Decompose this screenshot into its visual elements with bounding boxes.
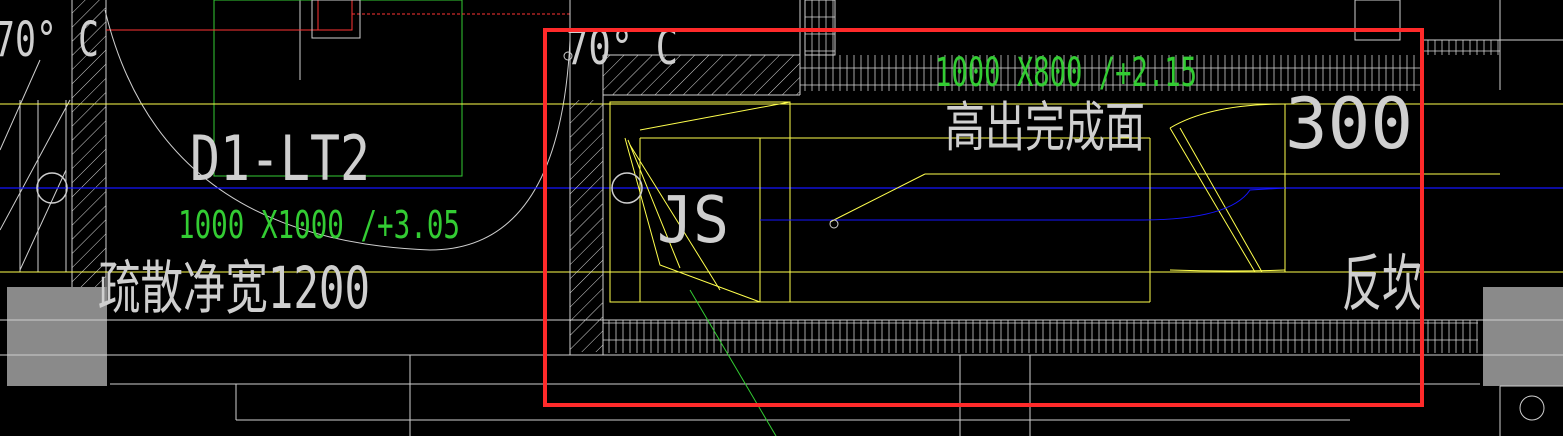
brick-band-top-right [1420,40,1500,55]
brick-band-top [800,55,1420,91]
left-diagonal-lines [0,59,71,271]
axis-marker-left [36,172,68,204]
finished-height-label: 高出完成面 [945,96,1145,159]
temp-label-left: 70° C [0,12,99,68]
dimension-300-label: 300 [1285,83,1413,165]
duct-label-right: 1000 X800 /+2.15 [935,50,1197,96]
highlight-selection-box[interactable] [543,28,1424,407]
mid-wall-hatch-top [603,55,800,95]
duct-centerline-blue [760,187,1286,221]
brick-band-bottom [603,320,1478,353]
door-swing-arc [104,9,571,251]
axis-marker-js [611,172,643,204]
evac-width-label: 疏散净宽1200 [98,254,370,322]
duct-label-left: 1000 X1000 /+3.05 [178,203,460,247]
top-right-structure [804,0,1563,90]
mid-wall-outline [569,0,801,355]
column-block-left [7,287,107,386]
shaft-tag-label: D1-LT2 [190,122,370,195]
leader-line-green [689,289,777,436]
column-block-right [1483,287,1563,386]
left-wall-hatch [71,0,107,300]
duct-center-marker [829,219,839,229]
mid-wall-hatch [570,100,603,352]
shaft-box-outline [213,0,463,177]
red-element [106,0,570,31]
red-box-frame [311,0,361,39]
small-marker-top [563,51,573,61]
slope-label: 反坎 [1342,247,1422,320]
shaft-js-label: JS [657,184,729,258]
axis-marker-bottom-right [1519,395,1545,421]
